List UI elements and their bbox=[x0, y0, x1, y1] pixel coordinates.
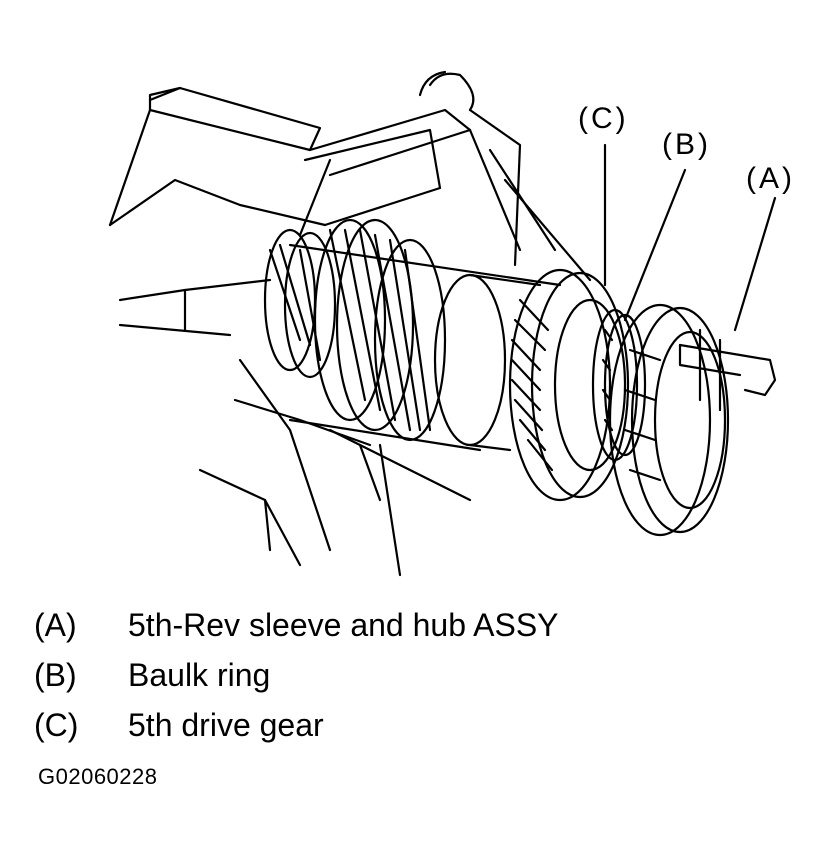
callout-c: (C) bbox=[578, 102, 629, 135]
legend-key: (B) bbox=[34, 657, 77, 693]
leader-line-b bbox=[623, 168, 687, 322]
legend-key: (A) bbox=[34, 607, 77, 643]
baulk-ring bbox=[591, 308, 647, 462]
legend-text: Baulk ring bbox=[128, 657, 271, 693]
legend-text: 5th-Rev sleeve and hub ASSY bbox=[128, 607, 559, 643]
callout-b: (B) bbox=[662, 128, 711, 161]
transmission-case bbox=[108, 70, 592, 577]
legend-key: (C) bbox=[34, 707, 79, 743]
sleeve-and-hub-assy bbox=[608, 303, 777, 537]
transmission-gear-illustration bbox=[108, 70, 777, 577]
leader-line-a bbox=[733, 196, 777, 332]
callout-a: (A) bbox=[746, 162, 795, 195]
fifth-drive-gear bbox=[508, 268, 630, 502]
figure-code: G02060228 bbox=[38, 764, 158, 789]
left-helical-gears bbox=[263, 218, 447, 442]
legend-text: 5th drive gear bbox=[128, 707, 324, 743]
